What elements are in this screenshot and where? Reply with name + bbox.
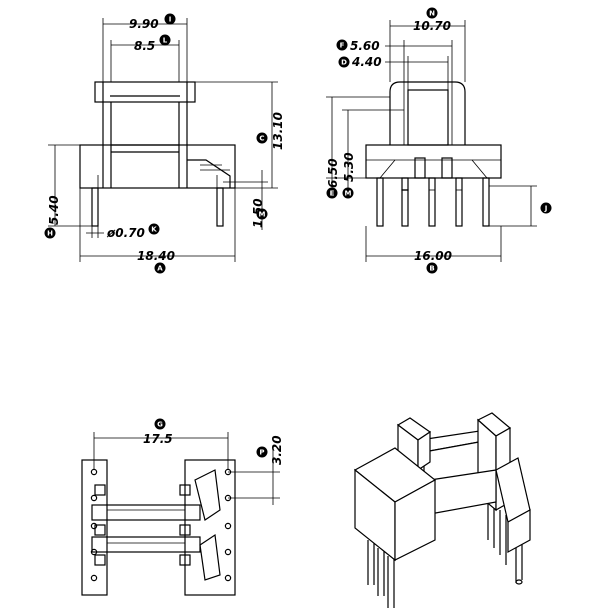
dim-F-value: 5.60: [350, 39, 380, 53]
dim-H-value: 5.40: [47, 195, 61, 225]
dim-K-tag: K: [151, 226, 157, 234]
dim-P-value: 3.20: [270, 435, 284, 465]
dim-C-tag: C: [259, 135, 264, 143]
dim-G-tag: G: [157, 421, 163, 429]
isometric-view: [353, 412, 531, 608]
dim-C-value: 13.10: [271, 112, 285, 150]
dim-L-value: 8.5: [134, 39, 155, 53]
dim-K-value: ø0.70: [106, 226, 145, 240]
dim-B-value: 16.00: [414, 249, 452, 263]
bottom-view: 17.5 G 3.20 P: [81, 418, 284, 596]
dim-E-value: 6.50: [326, 158, 340, 188]
dim-N-value: 10.70: [413, 19, 451, 33]
dim-E-tag: E: [330, 190, 335, 198]
dim-I-tag: I: [169, 16, 172, 24]
dim-H-tag: H: [47, 230, 53, 238]
dim-M-tag: M: [259, 211, 266, 219]
dim-O-value: 5.30: [342, 152, 356, 182]
dim-G-value: 17.5: [143, 432, 173, 446]
dim-P-tag: P: [259, 449, 264, 457]
dim-D-value: 4.40: [351, 55, 382, 69]
side-view: 10.70 N 5.60 F 4.40 D 6.50 E 5.30 M J: [326, 7, 552, 274]
dim-B-tag: B: [429, 265, 434, 273]
dim-F-tag: F: [340, 42, 345, 50]
dim-I-value: 9.90: [129, 17, 159, 31]
dim-A-value: 18.40: [137, 249, 175, 263]
dim-O-tag: M: [345, 190, 352, 198]
front-view: 9.90 I 8.5 L 13.10 C 1.50 M 5.40 H ø0.70…: [44, 13, 285, 274]
dim-J-tag: J: [544, 205, 548, 213]
dim-N-tag: N: [429, 10, 435, 18]
dim-D-tag: D: [341, 59, 347, 67]
dim-A-tag: A: [157, 265, 163, 273]
dim-L-tag: L: [163, 37, 168, 45]
